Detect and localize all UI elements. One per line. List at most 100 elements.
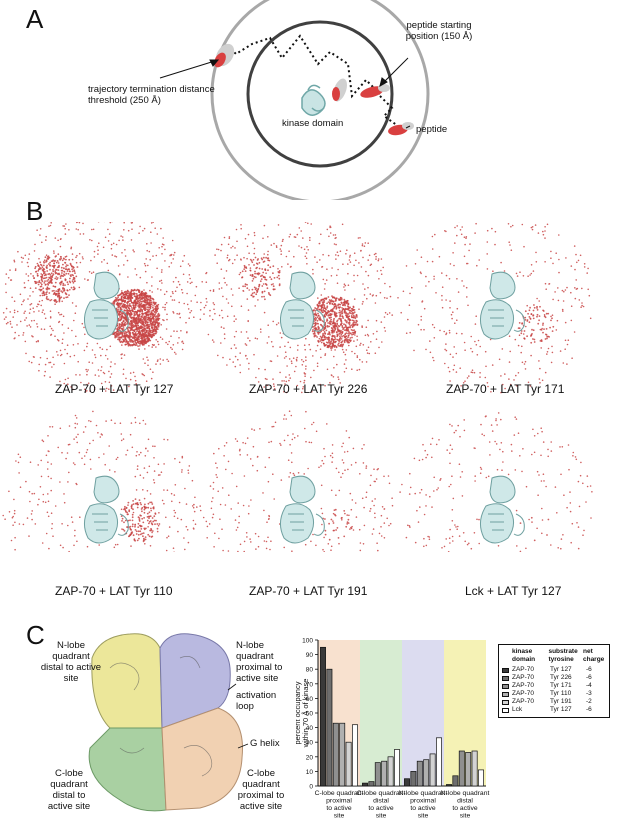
y-tick-label: 30 (306, 740, 314, 747)
label-nlobe-distal: N-lobe quadrant distal to active site (40, 640, 102, 684)
y-tick-label: 20 (306, 754, 314, 761)
legend-kinase: ZAP-70 (512, 674, 535, 682)
legend-charge: -4 (586, 682, 592, 690)
label-termination-threshold: trajectory termination distance threshol… (88, 84, 215, 106)
legend-header-charge: net charge (582, 648, 605, 663)
kinase-structure-1 (84, 271, 129, 340)
bar-2-3 (374, 762, 381, 787)
bar-2-5 (387, 756, 394, 787)
y-tick-label: 100 (302, 638, 313, 645)
y-tick-label: 50 (306, 711, 314, 718)
peptide-end (388, 122, 414, 136)
peptide-mid (332, 78, 347, 102)
legend-charge: -3 (586, 690, 592, 698)
trajectory-scatter-4 (2, 410, 198, 552)
legend-kinase: ZAP-70 (512, 690, 535, 698)
bar-3-6 (436, 737, 442, 787)
bar-4-5 (471, 750, 478, 787)
clobe-proximal-quadrant (161, 707, 243, 811)
bar-1-3 (332, 722, 339, 787)
kinase-structure-3 (480, 271, 525, 340)
bar-3-3 (416, 760, 423, 787)
legend-tyrosine: Tyr 110 (550, 690, 572, 698)
bar-1-5 (345, 741, 352, 787)
bar-1-1 (320, 646, 326, 787)
panel-b-letter: B (26, 196, 44, 226)
label-clobe-proximal: C-lobe quadrant proximal to active site (237, 768, 285, 812)
kinase-structure-4 (84, 475, 129, 544)
label-starting-position: peptide starting position (150 Å) (405, 20, 473, 42)
trajectory-scatter-2 (199, 222, 394, 394)
legend-swatch (502, 691, 509, 697)
legend-charge: -2 (586, 698, 592, 706)
legend-tyrosine: Tyr 191 (550, 698, 572, 706)
y-tick-label: 80 (306, 667, 314, 674)
legend-row: ZAP-70 Tyr 191 -2 (502, 698, 606, 706)
y-tick-label: 0 (309, 784, 313, 791)
label-peptide: peptide (416, 124, 448, 135)
panel-a-letter: A (26, 4, 44, 34)
label-activation-loop: activation loop (236, 690, 277, 712)
bar-1-4 (339, 722, 346, 787)
legend-kinase: ZAP-70 (512, 698, 535, 706)
label-nlobe-proximal: N-lobe quadrant proximal to active site (236, 640, 283, 684)
kinase-domain-structure (301, 84, 326, 116)
legend-tyrosine: Tyr 171 (550, 682, 572, 690)
panel-a-diagram (159, 0, 430, 200)
nlobe-proximal-quadrant (159, 633, 231, 729)
bar-1-2 (326, 668, 333, 787)
label-kinase-domain: kinase domain (282, 118, 344, 129)
legend-kinase: ZAP-70 (512, 682, 535, 690)
legend-tyrosine: Tyr 127 (550, 706, 572, 714)
y-tick-label: 90 (306, 652, 314, 659)
legend-kinase: Lck (512, 706, 523, 714)
inner-start-circle (246, 20, 394, 168)
y-tick-label: 60 (306, 696, 314, 703)
legend-header-tyrosine: substrate tyrosine (548, 648, 578, 663)
caption-b4: ZAP-70 + LAT Tyr 110 (55, 584, 173, 598)
legend-swatch (502, 707, 509, 713)
bar-4-6 (478, 769, 484, 787)
peptide-termination (214, 43, 235, 68)
nlobe-distal-quadrant (91, 633, 163, 729)
caption-b1: ZAP-70 + LAT Tyr 127 (55, 382, 174, 396)
legend-row: ZAP-70 Tyr 110 -3 (502, 690, 606, 698)
legend-swatch (502, 683, 509, 689)
legend-charge: -6 (586, 666, 592, 674)
caption-b3: ZAP-70 + LAT Tyr 171 (446, 382, 565, 396)
label-clobe-distal: C-lobe quadrant distal to active site (47, 768, 91, 812)
y-axis-label: percent occupancywithin 70 Å of kinase (296, 679, 310, 749)
panel-b-scatter-grid (2, 222, 593, 552)
y-tick-label: 10 (306, 769, 314, 776)
y-tick-label: 70 (306, 681, 314, 688)
bar-3-1 (404, 778, 410, 787)
bar-4-4 (465, 752, 472, 787)
caption-b6: Lck + LAT Tyr 127 (465, 584, 562, 598)
legend-header-kinase: kinase domain (512, 648, 536, 663)
legend-swatch (502, 667, 509, 673)
legend-charge: -6 (586, 674, 592, 682)
clobe-distal-quadrant (88, 727, 167, 812)
legend-row: ZAP-70 Tyr 171 -4 (502, 682, 606, 690)
bar-4-1 (446, 784, 452, 787)
bar-2-4 (381, 760, 388, 787)
outer-threshold-circle (210, 0, 430, 200)
kinase-surface-quadrants (88, 633, 249, 812)
caption-b5: ZAP-70 + LAT Tyr 191 (249, 584, 368, 598)
legend-kinase: ZAP-70 (512, 666, 535, 674)
peptide-start (360, 84, 390, 98)
kinase-structure-2 (280, 271, 325, 340)
trajectory-scatter-6 (399, 412, 593, 552)
legend-tyrosine: Tyr 127 (550, 666, 572, 674)
annotation-arrows (159, 57, 411, 129)
bar-2-6 (394, 749, 400, 787)
trajectory-path (227, 34, 381, 99)
trajectory-path-2 (379, 95, 399, 127)
